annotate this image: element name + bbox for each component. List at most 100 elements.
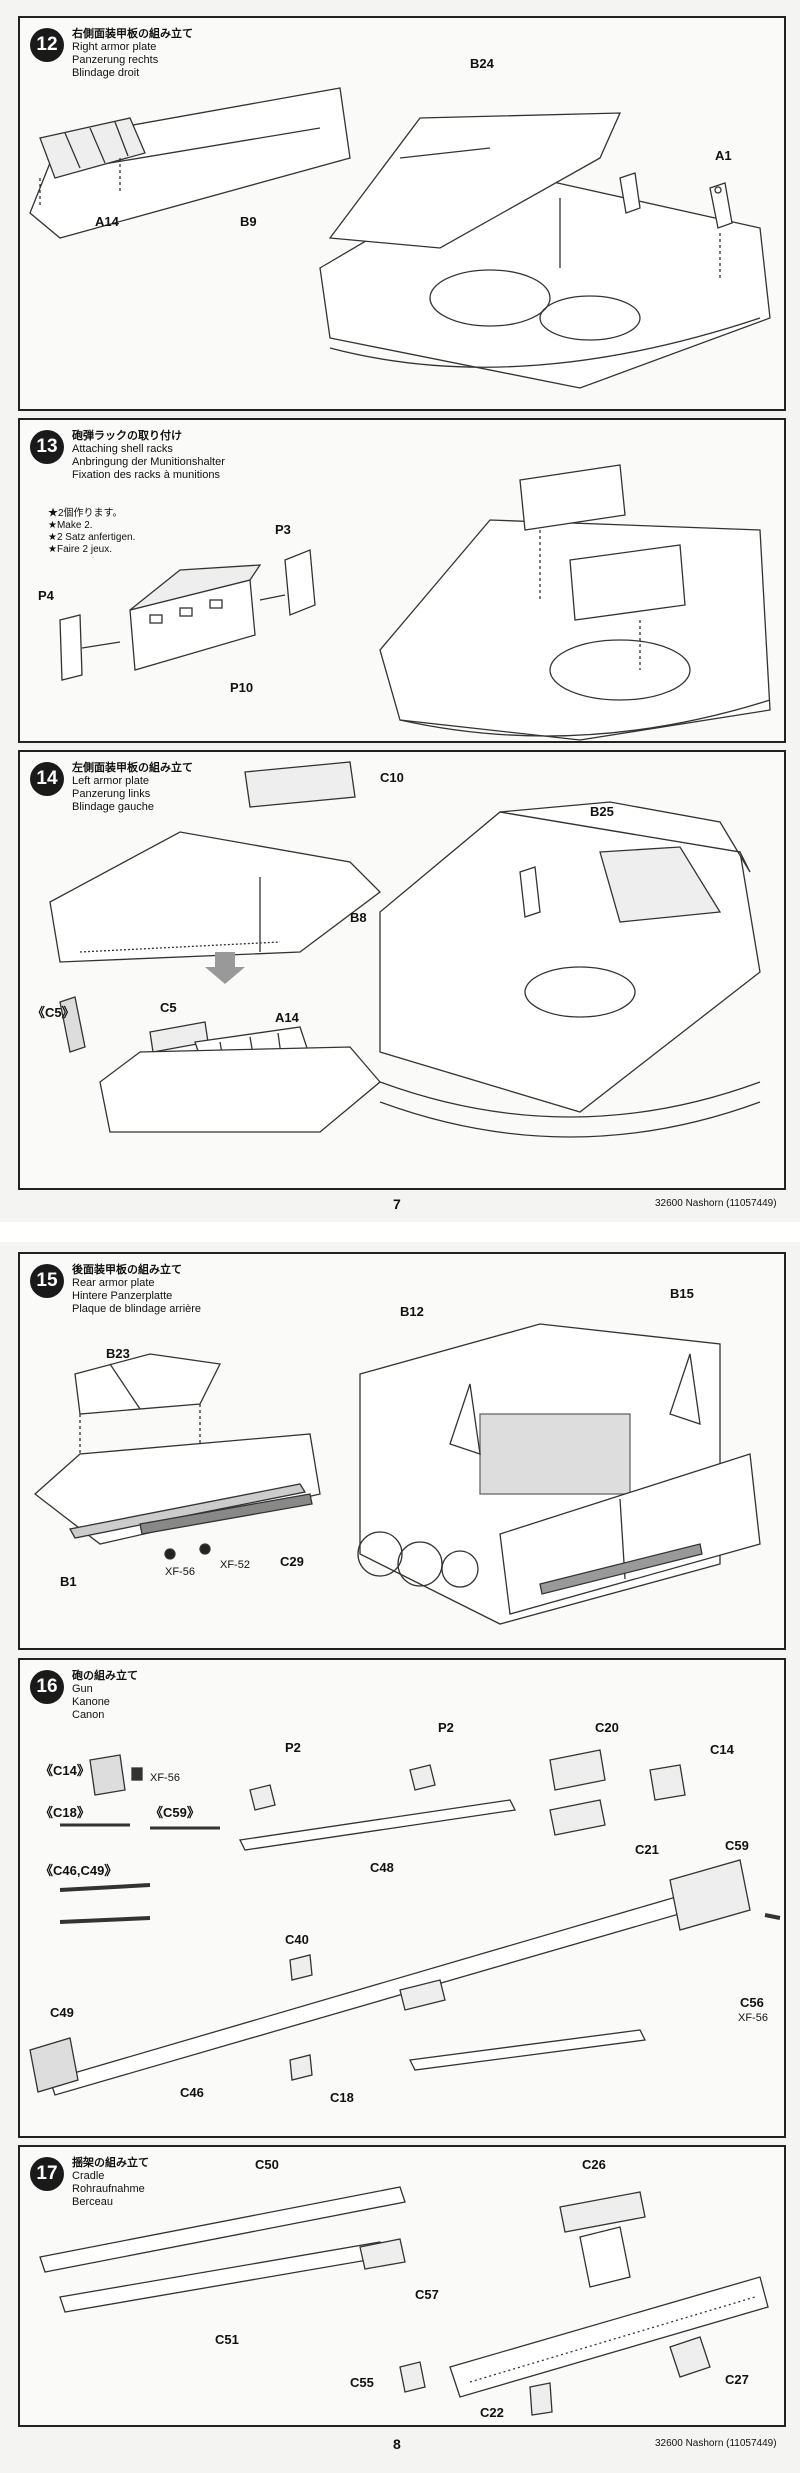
step-12-title-de: Panzerung rechts — [72, 54, 159, 66]
step-13-title-de: Anbringung der Munitionshalter — [72, 456, 225, 468]
step-12-title-fr: Blindage droit — [72, 67, 140, 79]
part-label-c18-ref: 《C18》 — [40, 1805, 90, 1820]
step-16-title-jp: 砲の組み立て — [72, 1670, 138, 1682]
step-12-title-en: Right armor plate — [72, 41, 157, 53]
part-label-c5: C5 — [160, 1000, 177, 1015]
step-16-panel: 16 砲の組み立て Gun Kanone Canon — [18, 1658, 786, 2138]
part-label-b23: B23 — [106, 1346, 130, 1361]
part-label-c46-c49-ref: 《C46,C49》 — [40, 1863, 118, 1878]
step-15-title-en: Rear armor plate — [72, 1277, 155, 1289]
step-13-header: 13 砲弾ラックの取り付け Attaching shell racks Anbr… — [30, 430, 225, 482]
part-label-a14: A14 — [275, 1010, 299, 1025]
part-label-c59-ref: 《C59》 — [150, 1805, 200, 1820]
c26-part-shape — [559, 2191, 646, 2233]
part-label-c10: C10 — [380, 770, 404, 785]
step-14-title-en: Left armor plate — [72, 775, 150, 787]
c22-part-shape — [529, 2382, 553, 2416]
step-14-title-fr: Blindage gauche — [72, 801, 154, 813]
step-12-header: 12 右側面装甲板の組み立て Right armor plate Panzeru… — [30, 28, 193, 80]
part-label-b1: B1 — [60, 1574, 77, 1589]
step-17-panel: 17 揺架の組み立て Cradle Rohraufnahme Berceau — [18, 2145, 786, 2427]
step-13-note-jp: ★2個作ります。 — [48, 508, 123, 519]
step-15-panel: 15 後面装甲板の組み立て Rear armor plate Hintere P… — [18, 1252, 786, 1650]
step-14-number: 14 — [30, 762, 64, 796]
c10-part-shape — [244, 761, 356, 808]
paint-callout-xf56-c56: XF-56 — [738, 2012, 768, 2024]
step-16-header: 16 砲の組み立て Gun Kanone Canon — [30, 1670, 138, 1722]
step-13-title-jp: 砲弾ラックの取り付け — [72, 430, 182, 442]
p3-part-shape — [284, 549, 316, 616]
hull-shape-13 — [379, 519, 771, 741]
paint-callout-xf56: XF-56 — [165, 1566, 195, 1578]
step-16-titles: 砲の組み立て Gun Kanone Canon — [72, 1670, 138, 1722]
gun-barrel-shape — [49, 1889, 712, 2096]
c18-part-shape — [289, 2054, 313, 2081]
part-label-c59: C59 — [725, 1838, 749, 1853]
step-17-titles: 揺架の組み立て Cradle Rohraufnahme Berceau — [72, 2157, 149, 2209]
part-label-c46: C46 — [180, 2085, 204, 2100]
part-label-c50: C50 — [255, 2157, 279, 2172]
step-15-title-de: Hintere Panzerplatte — [72, 1290, 173, 1302]
part-label-b15: B15 — [670, 1286, 694, 1301]
step-14-title-de: Panzerung links — [72, 788, 151, 800]
c48-part-shape — [239, 1799, 516, 1851]
step-15-titles: 後面装甲板の組み立て Rear armor plate Hintere Panz… — [72, 1264, 201, 1316]
part-label-c27: C27 — [725, 2372, 749, 2387]
step-14-titles: 左側面装甲板の組み立て Left armor plate Panzerung l… — [72, 762, 193, 814]
part-label-p10: P10 — [230, 680, 254, 695]
page-7-number: 7 — [393, 1196, 401, 1212]
page-7: 12 右側面装甲板の組み立て Right armor plate Panzeru… — [18, 16, 786, 1212]
part-label-c21: C21 — [635, 1842, 659, 1857]
part-label-p2-left: P2 — [285, 1740, 301, 1755]
step-16-title-de: Kanone — [72, 1696, 110, 1708]
part-label-c56: C56 — [740, 1995, 764, 2010]
step-15-number: 15 — [30, 1264, 64, 1298]
c27-part-shape — [669, 2336, 711, 2378]
part-label-c26: C26 — [582, 2157, 606, 2172]
step-15-title-fr: Plaque de blindage arrière — [72, 1303, 202, 1315]
step-16-number: 16 — [30, 1670, 64, 1704]
part-label-a1: A1 — [715, 148, 732, 163]
hull-shape-14 — [379, 811, 761, 1113]
part-label-c20: C20 — [595, 1720, 619, 1735]
part-label-c22: C22 — [480, 2405, 504, 2420]
step-16-drawing — [29, 1749, 781, 2096]
c14-ref-shape — [89, 1754, 126, 1796]
c57-part-shape — [359, 2238, 406, 2270]
step-13-note-de: ★2 Satz anfertigen. — [48, 532, 136, 543]
cradle-body-shape — [449, 2276, 769, 2398]
part-label-p4: P4 — [38, 588, 54, 603]
step-17-title-jp: 揺架の組み立て — [72, 2157, 149, 2169]
c20-part-shape — [549, 1749, 606, 1791]
part-label-c55: C55 — [350, 2375, 374, 2390]
b8-plate-shape — [49, 831, 381, 963]
part-label-c49: C49 — [50, 2005, 74, 2020]
step-13-panel: 13 砲弾ラックの取り付け Attaching shell racks Anbr… — [18, 418, 786, 743]
step-15-drawing — [33, 1323, 761, 1625]
part-label-a14: A14 — [95, 214, 119, 229]
part-label-b12: B12 — [400, 1304, 424, 1319]
part-label-c14: C14 — [710, 1742, 734, 1757]
step-13-note-fr: ★Faire 2 jeux. — [48, 544, 112, 555]
part-label-c48: C48 — [370, 1860, 394, 1875]
step-17-drawing — [39, 2186, 769, 2416]
part-label-b9: B9 — [240, 214, 257, 229]
step-17-header: 17 揺架の組み立て Cradle Rohraufnahme Berceau — [30, 2157, 149, 2209]
part-label-c51: C51 — [215, 2332, 239, 2347]
step-17-number: 17 — [30, 2157, 64, 2191]
c50-part-shape — [39, 2186, 406, 2273]
page-7-product-code: 32600 Nashorn (11057449) — [655, 1198, 777, 1209]
c40-part-shape — [289, 1954, 313, 1981]
step-12-number: 12 — [30, 28, 64, 62]
part-label-b24: B24 — [470, 56, 494, 71]
step-12-title-jp: 右側面装甲板の組み立て — [72, 28, 193, 40]
step-13-note-en: ★Make 2. — [48, 520, 93, 531]
step-14-header: 14 左側面装甲板の組み立て Left armor plate Panzerun… — [30, 762, 193, 814]
c29-part-shape — [139, 1493, 313, 1535]
part-label-b8: B8 — [350, 910, 367, 925]
paint-callout-xf52: XF-52 — [220, 1559, 250, 1571]
step-13-titles: 砲弾ラックの取り付け Attaching shell racks Anbring… — [72, 430, 225, 482]
step-12-panel: 12 右側面装甲板の組み立て Right armor plate Panzeru… — [18, 16, 786, 411]
c14-part-shape — [649, 1764, 686, 1801]
paint-callout-xf56-c14: XF-56 — [150, 1772, 180, 1784]
